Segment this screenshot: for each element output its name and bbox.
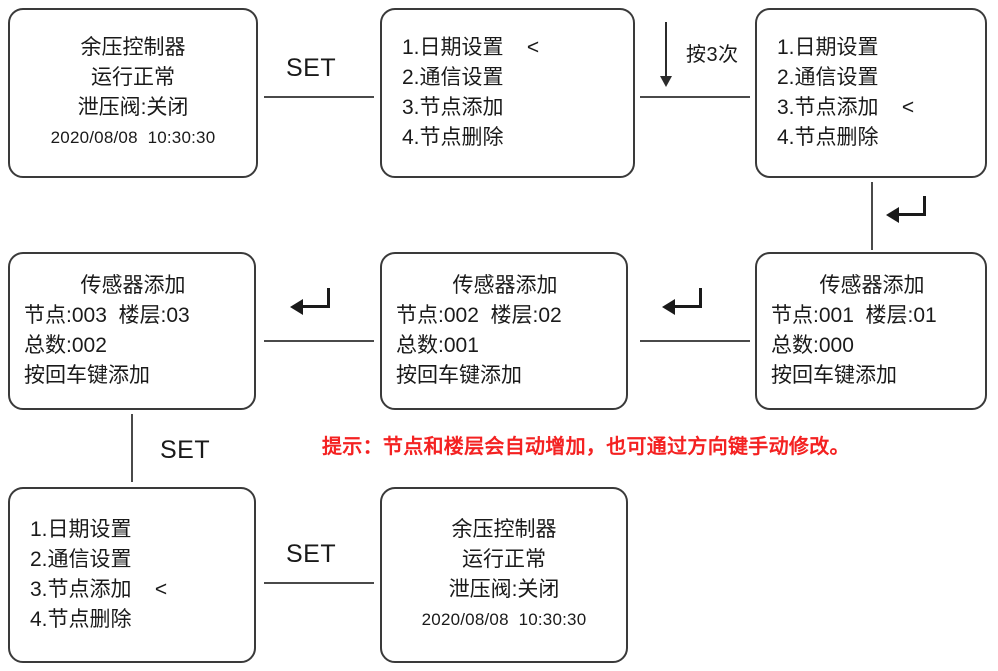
hint-text: 提示：节点和楼层会自动增加，也可通过方向键手动修改。 [322,436,850,458]
home-bottom-line2: 运行正常 [462,548,546,571]
screen-sensor-003: 传感器添加 节点:003 楼层:03 总数:002 按回车键添加 [8,252,256,410]
transition-label-press-3-times: 按3次 [686,44,739,66]
sensor-003-title: 传感器添加 [80,274,186,297]
connector-line-set-3 [264,582,374,584]
transition-label-set-1: SET [286,54,337,82]
home-top-line2: 运行正常 [91,66,175,89]
transition-label-set-3: SET [286,540,337,568]
menu-item3-line2: 2.通信设置 [777,66,879,89]
screen-menu-item3: 1.日期设置 2.通信设置 3.节点添加 < 4.节点删除 [755,8,987,178]
home-bottom-datetime: 2020/08/08 10:30:30 [421,610,587,629]
sensor-003-total: 总数:002 [24,334,107,357]
connector-line-enter-2 [640,340,750,342]
sensor-003-node: 节点:003 楼层:03 [24,304,190,327]
sensor-003-action: 按回车键添加 [24,364,150,387]
enter-key-icon-1 [886,196,926,226]
menu-item3-line3: 3.节点添加 < [777,96,915,119]
sensor-001-title: 传感器添加 [819,274,925,297]
sensor-002-node: 节点:002 楼层:02 [396,304,562,327]
menu-item1-line3: 3.节点添加 [402,96,504,119]
sensor-001-action: 按回车键添加 [771,364,897,387]
home-bottom-line1: 余压控制器 [451,518,557,541]
menu-item3-bottom-line3: 3.节点添加 < [30,578,168,601]
home-bottom-line3: 泄压阀:关闭 [448,578,560,601]
enter-key-icon-3 [290,288,330,318]
enter-key-icon-2 [662,288,702,318]
connector-line-set-1 [264,96,374,98]
menu-item3-bottom-line1: 1.日期设置 [30,518,132,541]
screen-menu-item3-bottom: 1.日期设置 2.通信设置 3.节点添加 < 4.节点删除 [8,487,256,663]
connector-line-set-2 [131,414,133,482]
menu-item3-bottom-line2: 2.通信设置 [30,548,132,571]
home-top-line3: 泄压阀:关闭 [77,96,189,119]
menu-item1-line2: 2.通信设置 [402,66,504,89]
home-top-datetime: 2020/08/08 10:30:30 [50,128,216,147]
menu-item1-line1: 1.日期设置 < [402,36,540,59]
menu-item1-line4: 4.节点删除 [402,126,504,149]
screen-sensor-001: 传感器添加 节点:001 楼层:01 总数:000 按回车键添加 [755,252,987,410]
screen-home-top: 余压控制器 运行正常 泄压阀:关闭 2020/08/08 10:30:30 [8,8,258,178]
screen-menu-item1: 1.日期设置 < 2.通信设置 3.节点添加 4.节点删除 [380,8,635,178]
connector-line-enter-1 [871,182,873,250]
menu-item3-line4: 4.节点删除 [777,126,879,149]
connector-line-press-3-times [640,96,750,98]
screen-sensor-002: 传感器添加 节点:002 楼层:02 总数:001 按回车键添加 [380,252,628,410]
arrow-down-icon-press3 [660,22,679,90]
home-top-line1: 余压控制器 [80,36,186,59]
sensor-001-total: 总数:000 [771,334,854,357]
sensor-002-total: 总数:001 [396,334,479,357]
sensor-001-node: 节点:001 楼层:01 [771,304,937,327]
screen-home-bottom: 余压控制器 运行正常 泄压阀:关闭 2020/08/08 10:30:30 [380,487,628,663]
sensor-002-title: 传感器添加 [452,274,558,297]
transition-label-set-2: SET [160,436,211,464]
menu-item3-bottom-line4: 4.节点删除 [30,608,132,631]
connector-line-enter-3 [264,340,374,342]
sensor-002-action: 按回车键添加 [396,364,522,387]
menu-item3-line1: 1.日期设置 [777,36,879,59]
